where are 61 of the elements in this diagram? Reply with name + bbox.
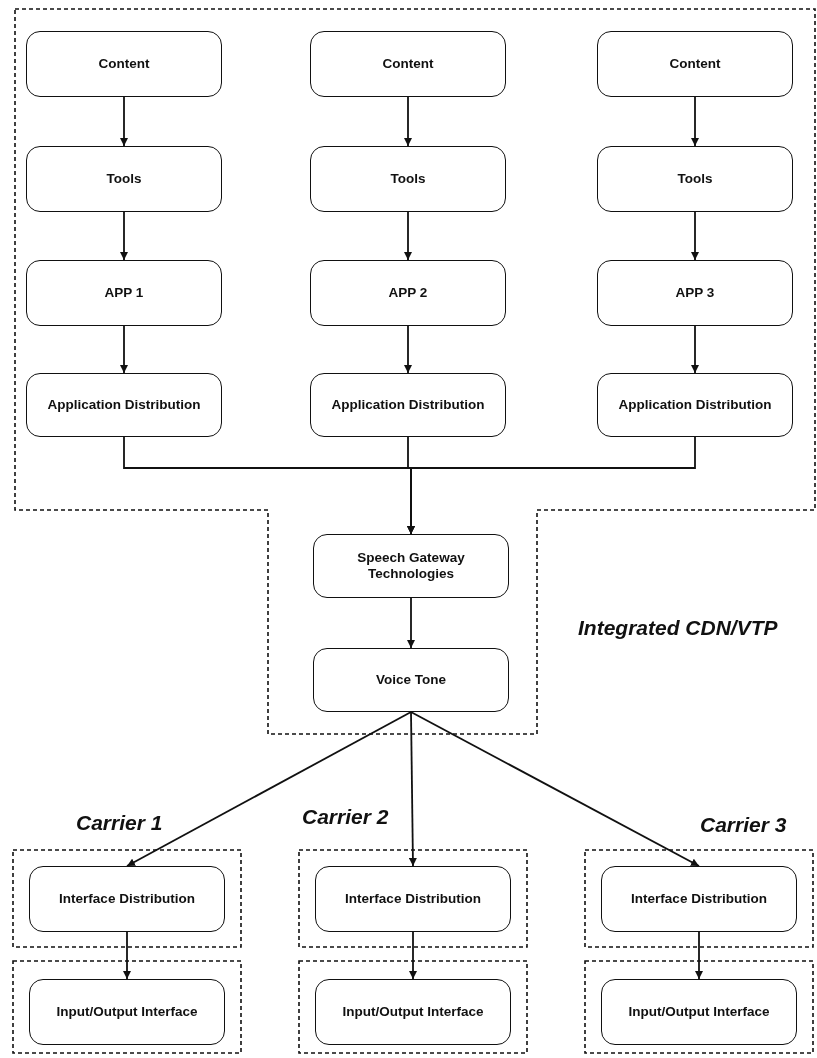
arrow — [691, 325, 699, 374]
process-box — [310, 31, 506, 97]
process-box — [26, 373, 222, 437]
arrow — [691, 211, 699, 261]
box-label: Application Distribution — [330, 396, 486, 414]
process-box — [26, 146, 222, 212]
process-box — [597, 146, 793, 212]
arrow — [404, 211, 412, 261]
process-box — [313, 534, 509, 598]
arrow — [410, 711, 700, 867]
box-label: APP 3 — [674, 284, 716, 302]
group-heading: Integrated CDN/VTP — [578, 616, 778, 640]
box-label: Interface Distribution — [630, 890, 768, 908]
box-label: Tools — [105, 170, 143, 188]
arrow — [120, 325, 128, 374]
arrow — [695, 931, 703, 980]
box-label: Content — [381, 55, 435, 73]
box-label: Application Distribution — [46, 396, 202, 414]
box-label: APP 1 — [103, 284, 145, 302]
arrow — [123, 931, 131, 980]
box-label: Application Distribution — [617, 396, 773, 414]
arrow — [120, 211, 128, 261]
box-label: Interface Distribution — [58, 890, 196, 908]
arrow — [409, 931, 417, 980]
process-box — [310, 373, 506, 437]
process-box — [310, 146, 506, 212]
process-box — [26, 260, 222, 326]
arrow — [408, 711, 417, 867]
process-box — [315, 979, 511, 1045]
box-label: Speech Gateway Technologies — [356, 549, 466, 583]
process-box — [601, 979, 797, 1045]
process-box — [597, 31, 793, 97]
arrow — [126, 711, 412, 867]
box-label: Input/Output Interface — [55, 1003, 199, 1021]
box-label: Tools — [676, 170, 714, 188]
process-box — [313, 648, 509, 712]
process-box — [315, 866, 511, 932]
arrow — [407, 597, 415, 649]
box-label: Content — [668, 55, 722, 73]
box-label: Input/Output Interface — [341, 1003, 485, 1021]
box-label: Voice Tone — [375, 671, 447, 689]
arrow — [404, 325, 412, 374]
group-heading: Carrier 1 — [76, 811, 163, 835]
group-heading: Carrier 3 — [700, 813, 787, 837]
process-box — [29, 979, 225, 1045]
arrow — [691, 96, 699, 147]
box-label: APP 2 — [387, 284, 429, 302]
process-box — [597, 373, 793, 437]
process-box — [601, 866, 797, 932]
box-label: Tools — [389, 170, 427, 188]
arrow — [120, 96, 128, 147]
arrow — [404, 96, 412, 147]
process-box — [597, 260, 793, 326]
box-label: Interface Distribution — [344, 890, 482, 908]
process-box — [310, 260, 506, 326]
arrow — [407, 436, 696, 535]
process-box — [29, 866, 225, 932]
group-heading: Carrier 2 — [302, 805, 389, 829]
box-label: Content — [97, 55, 151, 73]
process-box — [26, 31, 222, 97]
box-label: Input/Output Interface — [627, 1003, 771, 1021]
